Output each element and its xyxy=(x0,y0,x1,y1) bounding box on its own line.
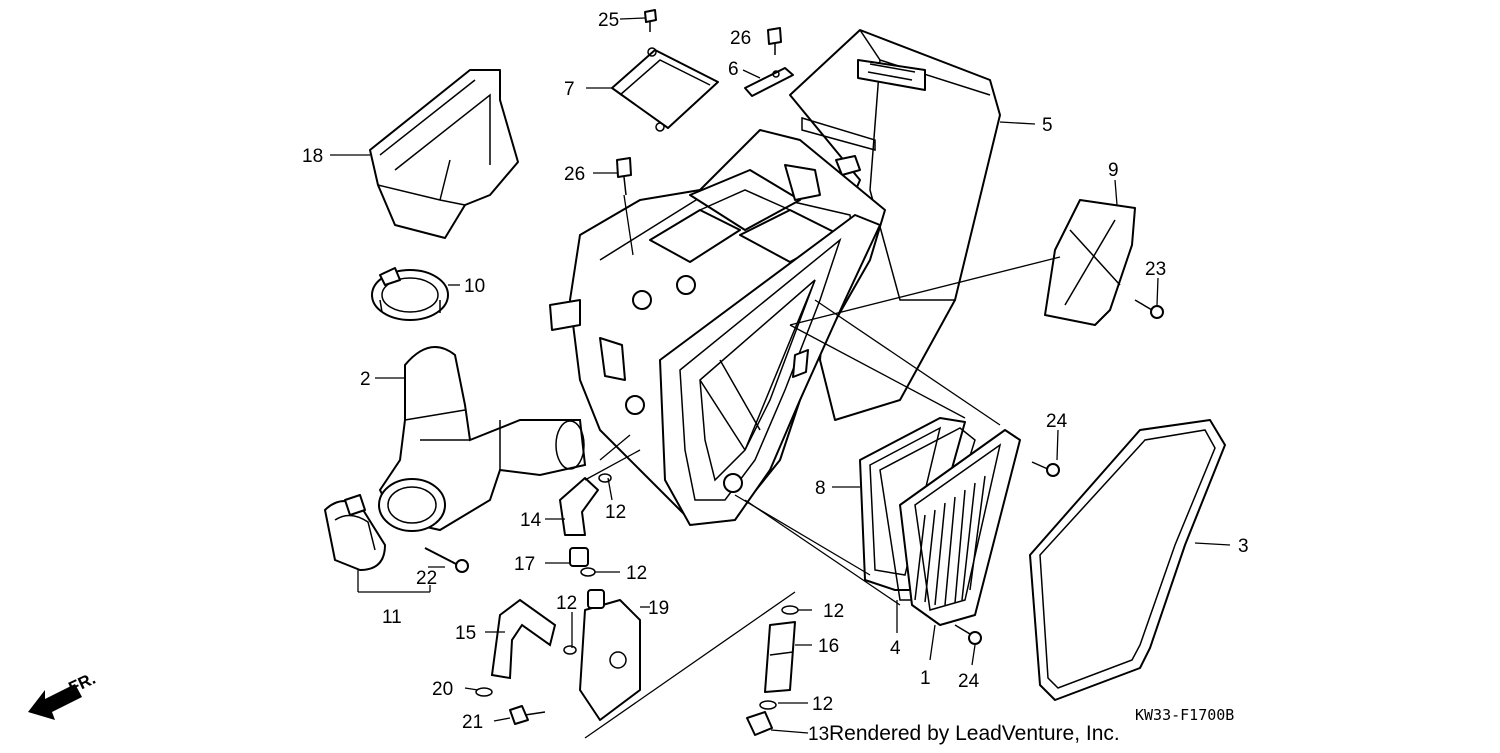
callout-2: 2 xyxy=(360,369,371,390)
assembly-leader-lines xyxy=(584,256,1061,739)
credit-text: Rendered by LeadVenture, Inc. xyxy=(829,722,1120,745)
callout-20: 20 xyxy=(432,679,453,700)
callout-12-d: 12 xyxy=(823,601,844,622)
bolt-25 xyxy=(644,9,657,32)
front-direction-indicator: FR. xyxy=(28,669,99,720)
part-17-cap xyxy=(569,547,589,567)
air-box-body xyxy=(549,129,886,526)
part-18-intake-duct xyxy=(369,69,519,239)
part-7-cover-plate xyxy=(611,47,719,132)
part-22-screw xyxy=(424,547,469,573)
part-15-hose xyxy=(490,598,557,680)
callout-leader-lines xyxy=(330,17,1231,734)
callout-23: 23 xyxy=(1145,259,1166,280)
part-24-screw-upper xyxy=(1031,461,1060,477)
part-16-tube xyxy=(764,621,796,693)
bolt-26-upper xyxy=(767,27,782,55)
callout-11: 11 xyxy=(382,607,402,628)
part-13-plug xyxy=(746,711,773,736)
part-23-screw xyxy=(1134,299,1164,319)
drawing-code: KW33-F1700B xyxy=(1135,706,1234,724)
callout-24-upper: 24 xyxy=(1046,411,1068,432)
callout-26-upper: 26 xyxy=(730,28,751,49)
callout-14: 14 xyxy=(520,510,542,531)
callout-4: 4 xyxy=(890,638,901,659)
bolt-26-lower xyxy=(616,157,634,256)
callout-19: 19 xyxy=(648,598,669,619)
callout-18: 18 xyxy=(302,146,323,167)
callout-12-a: 12 xyxy=(605,502,626,523)
callout-12-c: 12 xyxy=(556,593,577,614)
part-24-screw-lower xyxy=(954,624,982,645)
part-6-bracket xyxy=(744,67,794,97)
callout-24-lower: 24 xyxy=(958,671,980,692)
part-21-bolt xyxy=(509,705,546,725)
callout-10: 10 xyxy=(464,276,485,297)
callout-labels: 25 26 6 7 5 18 26 9 23 10 2 24 8 3 14 12… xyxy=(302,10,1249,745)
part-14-drain-tube xyxy=(559,477,599,536)
part-3-gasket xyxy=(1029,419,1226,701)
part-11-clamp xyxy=(324,494,386,571)
callout-21: 21 xyxy=(462,712,483,733)
callout-16: 16 xyxy=(818,636,839,657)
front-arrow-icon xyxy=(28,684,82,720)
callout-3: 3 xyxy=(1238,536,1249,557)
callout-12-e: 12 xyxy=(812,694,833,715)
part-2-connecting-tube xyxy=(378,346,587,532)
callout-9: 9 xyxy=(1108,160,1119,181)
callout-8: 8 xyxy=(815,478,826,499)
callout-17: 17 xyxy=(514,554,535,575)
callout-6: 6 xyxy=(728,59,739,80)
part-9-panel xyxy=(1044,199,1136,326)
part-1-air-filter-element xyxy=(899,429,1021,626)
callout-15: 15 xyxy=(455,623,476,644)
callout-1: 1 xyxy=(920,668,931,689)
callout-25: 25 xyxy=(598,10,619,31)
callout-13: 13 xyxy=(808,724,829,745)
part-10-clamp-band xyxy=(371,267,449,321)
callout-7: 7 xyxy=(564,79,575,100)
callout-22: 22 xyxy=(416,568,437,589)
callout-12-b: 12 xyxy=(626,563,647,584)
part-19-drain-housing xyxy=(579,589,641,721)
callout-26-lower: 26 xyxy=(564,164,585,185)
callout-5: 5 xyxy=(1042,115,1053,136)
